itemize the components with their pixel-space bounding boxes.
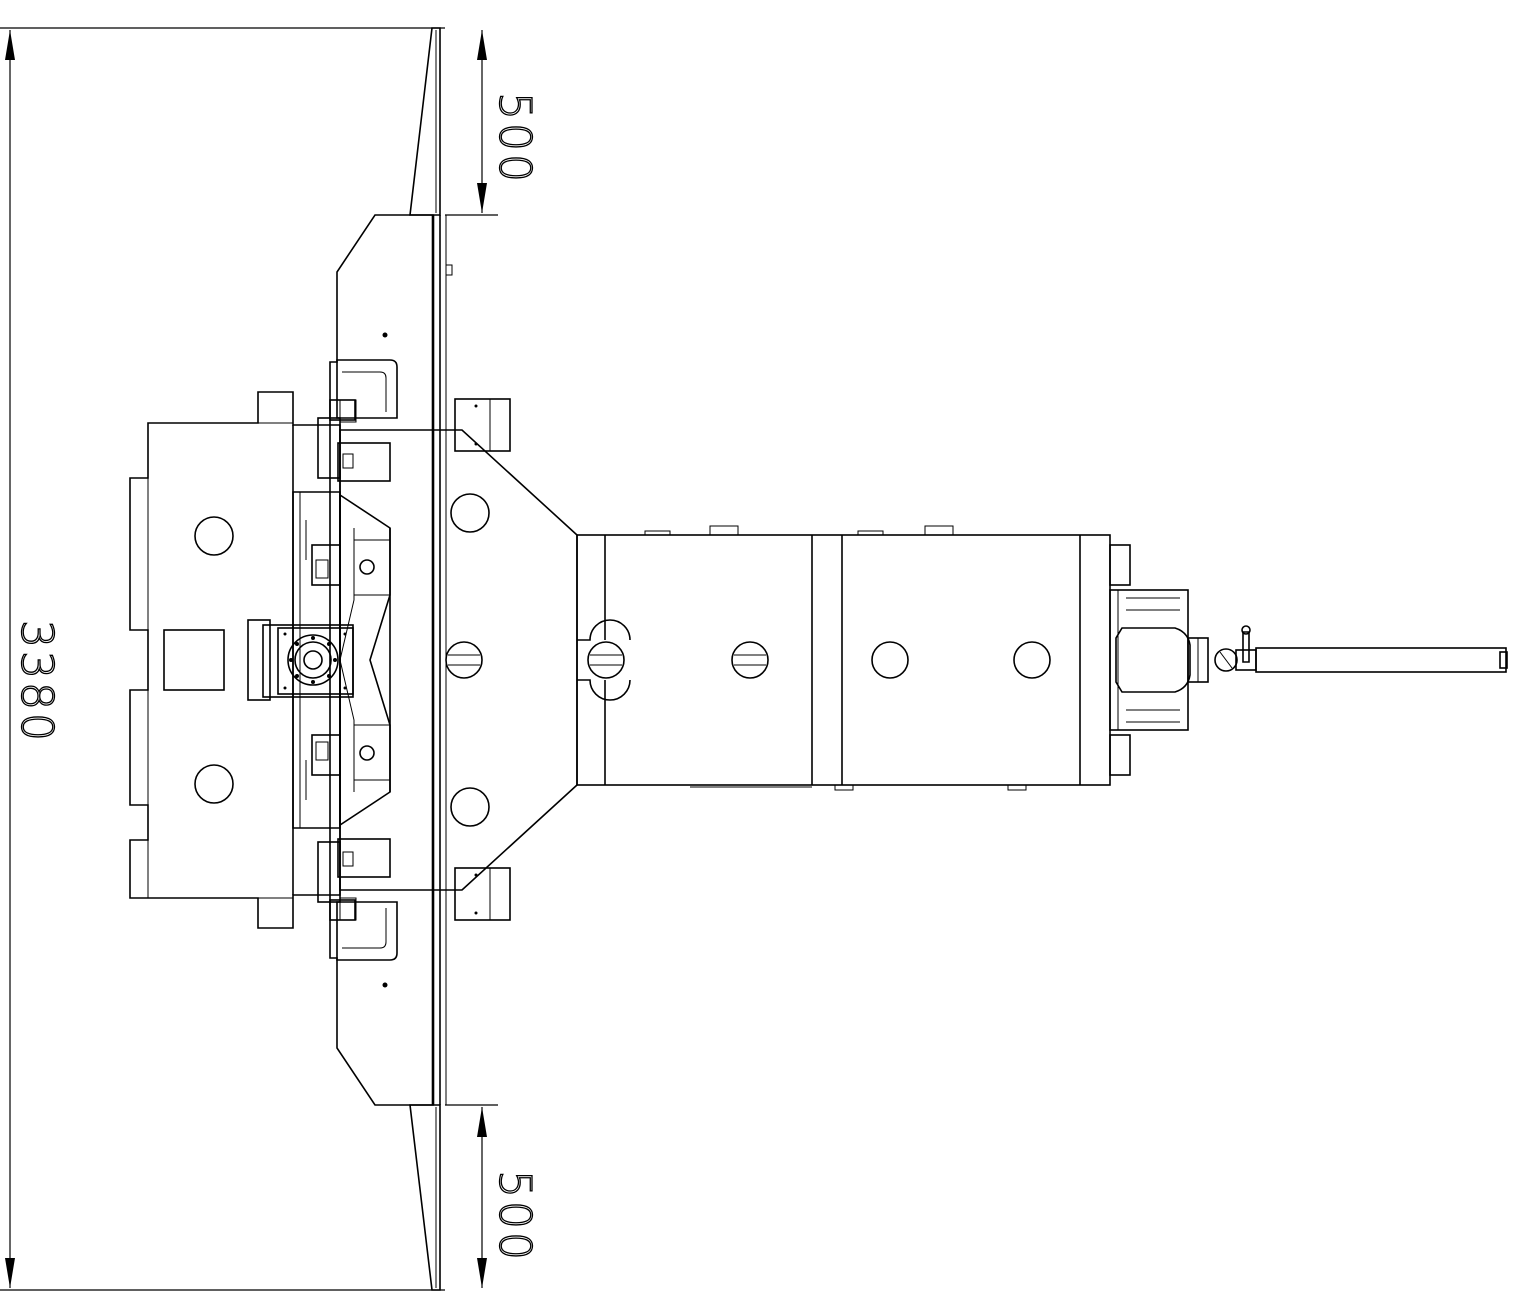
- saddle-clamp-top: [336, 359, 398, 423]
- saddle-clamp-bottom: [336, 897, 398, 961]
- motor-assembly: [1109, 544, 1508, 776]
- top-extension-label: 500: [489, 92, 540, 185]
- slide-pin-top: [359, 559, 375, 575]
- slide-pin-bottom: [359, 745, 375, 761]
- overall-length-label: 3380: [11, 620, 62, 744]
- ram-octagon: [339, 429, 578, 891]
- arm-bore-1: [871, 641, 909, 679]
- saddle-body: [329, 214, 434, 1106]
- arm-screw-left: [587, 641, 625, 679]
- dimension-bottom-extension: 500: [445, 1104, 541, 1288]
- spindle-slide-mechanism: [311, 493, 391, 827]
- bottom-table-extension: [409, 1104, 441, 1291]
- gauge-dial: [1214, 648, 1238, 672]
- dimension-top-extension: 500: [445, 30, 541, 216]
- bottom-extension-label: 500: [489, 1170, 540, 1263]
- left-column-block: [129, 391, 341, 929]
- column-bore-top: [194, 516, 234, 556]
- arm-bore-2: [1013, 641, 1051, 679]
- saddle-bolt-top: [382, 332, 388, 338]
- lock-lever: [1242, 631, 1250, 663]
- saddle-bolt-bottom: [382, 982, 388, 988]
- spindle-flange: [287, 634, 339, 686]
- arm-screw-center: [731, 641, 769, 679]
- column-bore-bottom: [194, 764, 234, 804]
- guide-pad-bottom: [454, 867, 511, 921]
- extension-bar: [1255, 647, 1507, 673]
- top-table-extension: [409, 27, 441, 216]
- column-window: [163, 629, 225, 691]
- guide-pad-top: [454, 398, 511, 452]
- dimension-overall-length: 3380: [0, 27, 445, 1291]
- worktable-rail: [431, 215, 453, 1105]
- spindle-nose: [262, 624, 354, 698]
- motor-body: [1115, 627, 1191, 693]
- ram-adjust-screw: [445, 641, 483, 679]
- ram-bore-top: [450, 493, 490, 533]
- arm-beam: [576, 525, 1111, 791]
- ram-bore-bottom: [450, 787, 490, 827]
- spindle-housing: [292, 399, 391, 921]
